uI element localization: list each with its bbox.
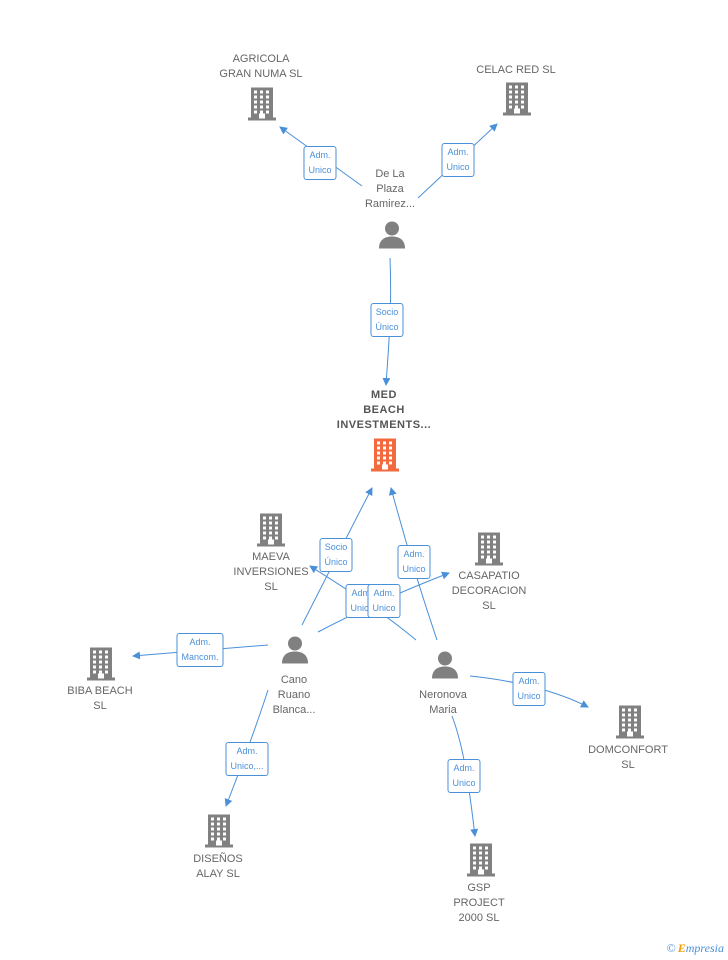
company-icon[interactable] xyxy=(245,87,279,126)
edge-label-neronova-domconfort: Adm. Unico xyxy=(512,672,546,706)
node-label-maeva[interactable]: MAEVA INVERSIONES SL xyxy=(233,551,309,593)
node-label-med[interactable]: MED BEACH INVESTMENTS... xyxy=(336,389,432,431)
edge-label-delaplaza-agricola: Adm. Unico xyxy=(303,146,337,180)
copyright-symbol: © xyxy=(666,941,676,955)
node-label-gsp[interactable]: GSP PROJECT 2000 SL xyxy=(453,882,505,924)
edge-label-neronova-med: Adm. Unico xyxy=(397,545,431,579)
company-icon[interactable] xyxy=(254,513,288,552)
company-icon[interactable] xyxy=(472,532,506,571)
brand-initial: E xyxy=(677,941,686,955)
person-icon[interactable] xyxy=(280,635,310,670)
company-icon[interactable] xyxy=(464,843,498,882)
node-label-disenos[interactable]: DISEÑOS ALAY SL xyxy=(193,853,243,880)
node-label-casapatio[interactable]: CASAPATIO DECORACION SL xyxy=(451,570,527,612)
edge-label-cano-casapatio: Adm. Unico xyxy=(367,584,401,618)
brand-name: mpresia xyxy=(685,941,724,955)
company-icon[interactable] xyxy=(500,82,534,121)
node-label-agricola[interactable]: AGRICOLA GRAN NUMA SL xyxy=(219,53,303,80)
company-icon[interactable] xyxy=(613,705,647,744)
edge-label-delaplaza-med: Socio Único xyxy=(370,303,404,337)
edge-label-cano-biba: Adm. Mancom. xyxy=(176,633,224,667)
main-company-icon[interactable] xyxy=(368,438,402,477)
edge-label-cano-disenos: Adm. Unico,... xyxy=(225,742,269,776)
node-label-domconfort[interactable]: DOMCONFORT SL xyxy=(588,744,668,771)
edges-layer xyxy=(132,123,589,837)
company-icon[interactable] xyxy=(202,814,236,853)
node-label-delaplaza[interactable]: De La Plaza Ramirez... xyxy=(364,168,416,210)
node-label-cano[interactable]: Cano Ruano Blanca... xyxy=(272,674,316,716)
edge-label-delaplaza-celac: Adm. Unico xyxy=(441,143,475,177)
edge-label-neronova-gsp: Adm. Unico xyxy=(447,759,481,793)
brand-footer[interactable]: ©Empresia xyxy=(667,941,724,956)
node-label-celac[interactable]: CELAC RED SL xyxy=(476,64,556,76)
node-label-biba[interactable]: BIBA BEACH SL xyxy=(67,685,133,712)
person-icon[interactable] xyxy=(377,220,407,255)
edge-label-cano-med: Socio Único xyxy=(319,538,353,572)
node-label-neronova[interactable]: Neronova Maria xyxy=(419,689,467,716)
company-icon[interactable] xyxy=(84,647,118,686)
person-icon[interactable] xyxy=(430,650,460,685)
